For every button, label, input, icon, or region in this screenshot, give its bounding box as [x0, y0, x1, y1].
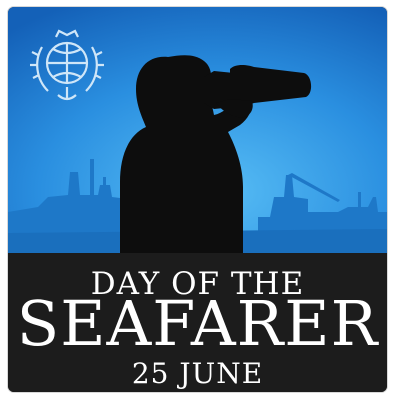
seafarer-silhouette — [120, 55, 312, 253]
caption-band: DAY OF THE SEAFARER 25 JUNE — [8, 253, 387, 392]
ships-silhouette — [8, 159, 387, 253]
scene-illustration — [8, 7, 387, 253]
title-seafarer: SEAFARER — [16, 287, 379, 360]
date-label: 25 JUNE — [131, 357, 264, 390]
poster: DAY OF THE SEAFARER 25 JUNE — [8, 7, 387, 392]
title-day-of-the: DAY OF THE — [90, 266, 305, 302]
imo-emblem-icon — [30, 29, 104, 101]
